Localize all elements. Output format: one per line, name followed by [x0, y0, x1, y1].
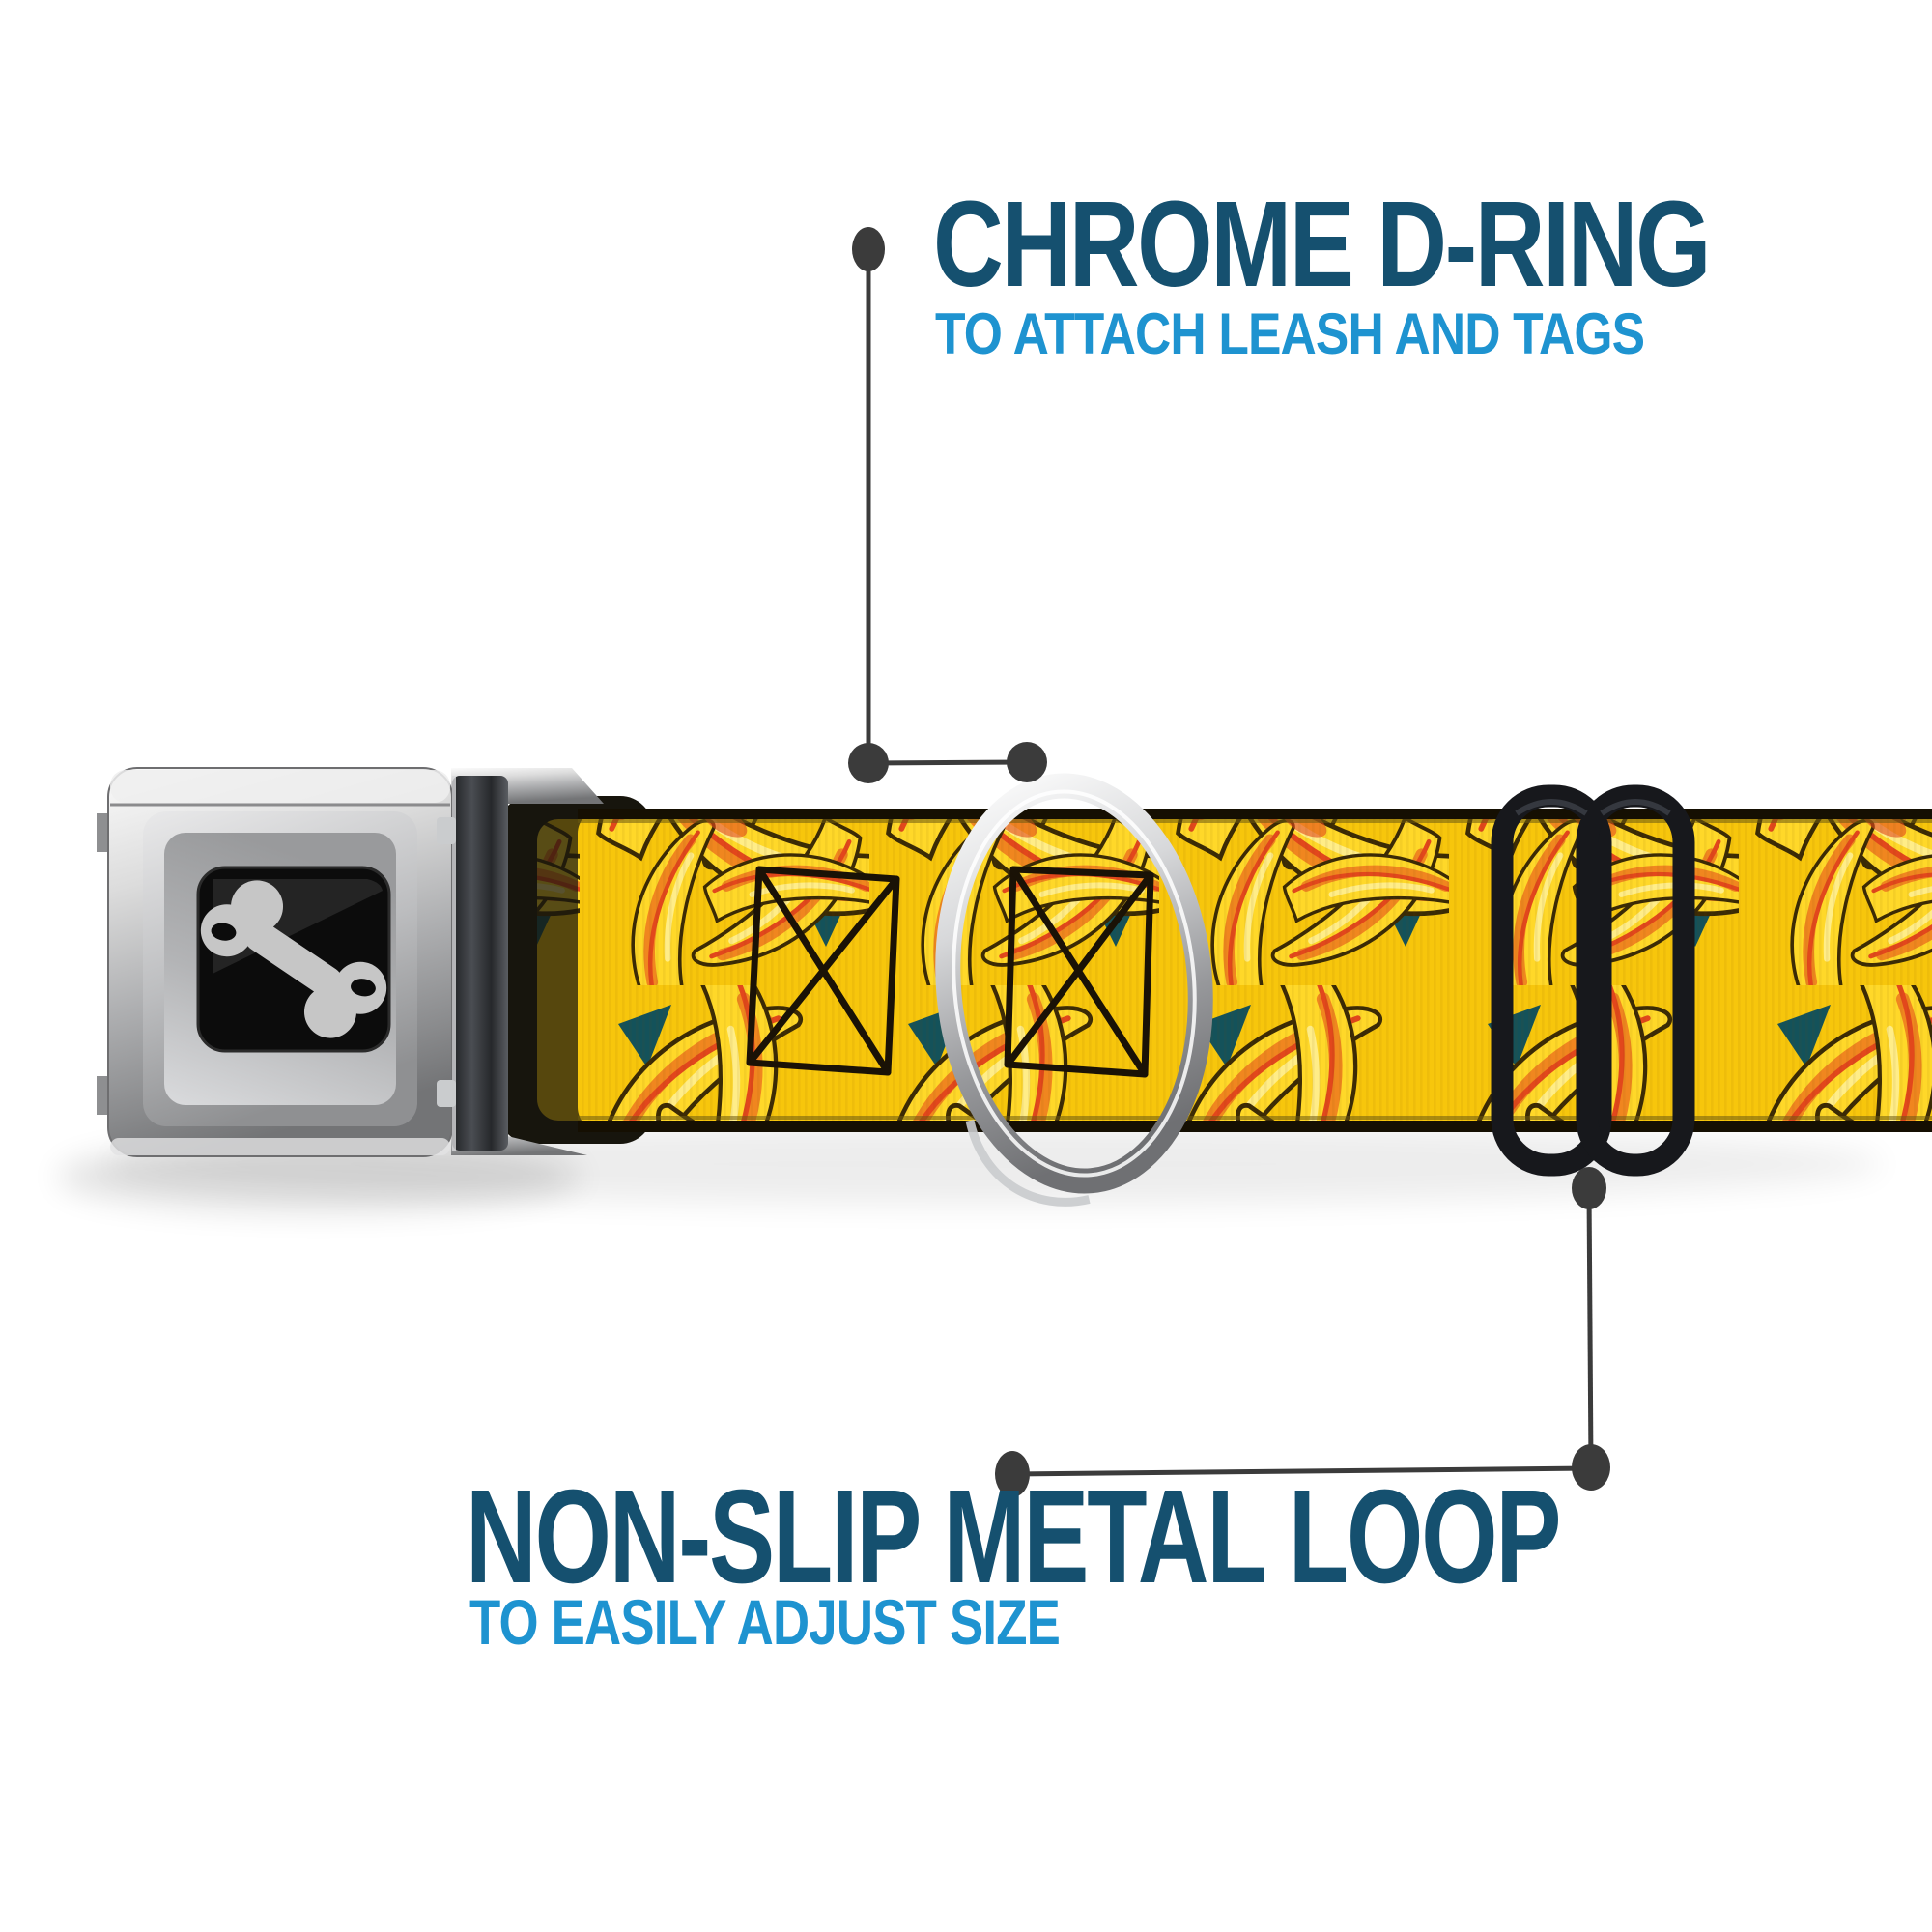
buckle-logo-window	[196, 866, 391, 1053]
chrome-d-ring	[935, 773, 1213, 1207]
top-callout-connector	[848, 227, 1047, 783]
callout-dot	[848, 743, 889, 783]
callout-dot	[1007, 742, 1047, 782]
dog-bone-icon	[200, 880, 387, 1038]
bottom-callout-title: NON-SLIP METAL LOOP	[466, 1463, 1561, 1611]
bottom-callout-connector	[995, 1167, 1610, 1497]
seatbelt-buckle	[97, 767, 604, 1157]
callout-dot	[1572, 1167, 1606, 1209]
callout-dot	[1572, 1444, 1610, 1491]
top-callout-subtitle: TO ATTACH LEASH AND TAGS	[935, 301, 1645, 366]
callout-dot	[995, 1451, 1030, 1497]
strap	[578, 809, 1932, 1132]
strap-top-edge	[578, 809, 1932, 819]
sketch-x-box	[746, 866, 900, 1076]
bottom-callout-subtitle: TO EASILY ADJUST SIZE	[469, 1586, 1061, 1658]
callout-dot	[852, 227, 885, 271]
strap-bottom-edge	[578, 1121, 1932, 1132]
buckle-latch	[437, 776, 508, 1151]
non-slip-metal-loop	[1491, 784, 1695, 1177]
sketch-x-box	[1004, 866, 1154, 1078]
d-ring-second-wire	[965, 1119, 1091, 1207]
top-callout-title: CHROME D-RING	[933, 176, 1712, 312]
